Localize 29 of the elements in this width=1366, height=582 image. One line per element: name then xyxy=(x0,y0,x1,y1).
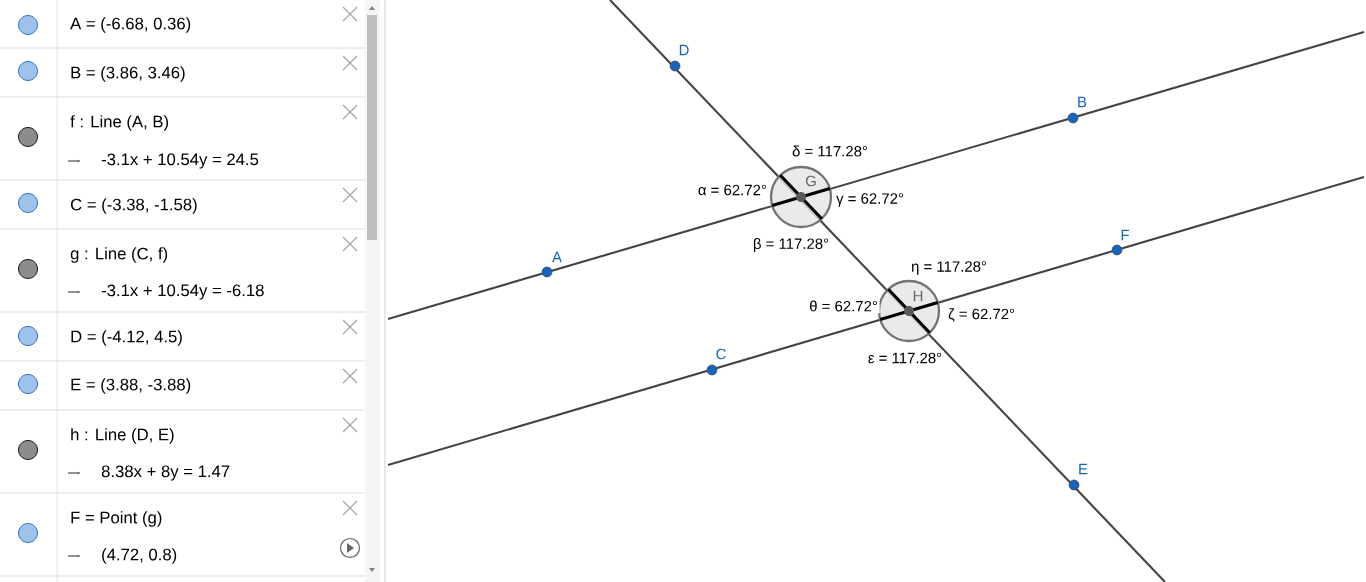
angle-label: η = 117.28° xyxy=(909,259,989,277)
algebra-entry: B = (3.86, 3.46) xyxy=(71,66,185,82)
algebra-entry: D = (-4.12, 4.5) xyxy=(71,330,182,346)
point-label: D xyxy=(679,44,689,56)
algebra-entry: C = (-3.38, -1.58) xyxy=(70,198,197,214)
angle-label: ε = 117.28° xyxy=(866,350,944,366)
angle-label: θ = 62.72° xyxy=(807,298,880,314)
result-text: -3.1x + 10.54y = -6.18 xyxy=(101,284,264,300)
point-label: F xyxy=(1121,229,1129,241)
algebra-entry: F = Point (g) xyxy=(71,511,162,527)
algebra-entry: g : Line (C, f) xyxy=(70,247,168,263)
point-label: G xyxy=(805,175,816,187)
angle-label: β = 117.28° xyxy=(751,236,831,254)
point-label: C xyxy=(716,348,726,360)
point-label: E xyxy=(1079,463,1088,475)
result-text: 8.38x + 8y = 1.47 xyxy=(101,465,230,481)
result-text: -3.1x + 10.54y = 24.5 xyxy=(101,153,259,169)
angle-label: δ = 117.28° xyxy=(790,143,870,159)
result-text: (4.72, 0.8) xyxy=(102,548,177,564)
angle-label: γ = 62.72° xyxy=(834,191,906,209)
point-label: A xyxy=(552,251,562,263)
angle-label: α = 62.72° xyxy=(696,182,769,198)
algebra-entry: E = (3.88, -3.88) xyxy=(71,378,191,394)
algebra-entry: A = (-6.68, 0.36) xyxy=(70,17,191,33)
angle-label: ζ = 62.72° xyxy=(946,306,1017,324)
point-label: H xyxy=(913,290,923,302)
point-label: B xyxy=(1078,96,1087,108)
algebra-entry: f : Line (A, B) xyxy=(70,115,168,131)
algebra-entry: h : Line (D, E) xyxy=(71,428,174,444)
